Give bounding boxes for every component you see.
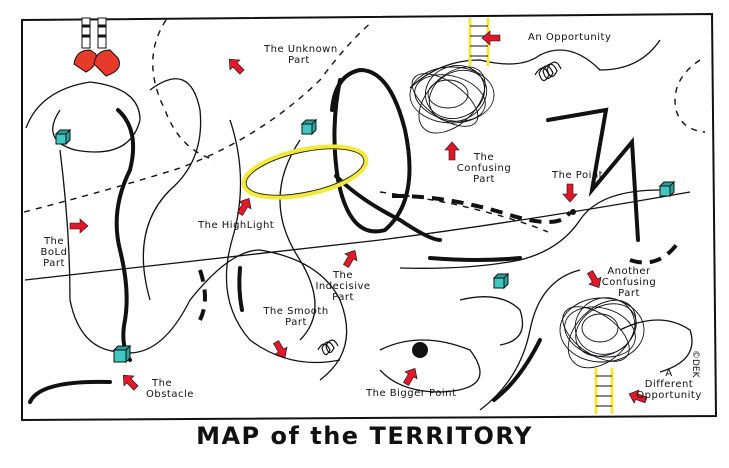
label-line: A	[665, 368, 673, 379]
label-bigger-point: The Bigger Point	[366, 388, 457, 399]
label-different-opportunity: A Different Opportunity	[626, 368, 712, 401]
label-an-opportunity: An Opportunity	[528, 32, 612, 43]
arrow-opportunity	[481, 30, 501, 46]
bigger-point-dot	[412, 342, 428, 358]
author-credit: ©DEK	[690, 350, 700, 378]
pointer-arrows	[69, 30, 648, 404]
label-line: Different	[644, 379, 694, 390]
label-line: Confusing	[601, 277, 657, 288]
label-line: The	[43, 236, 65, 247]
label-line: The	[332, 270, 354, 281]
label-line: Part	[43, 258, 65, 269]
arrow-smooth	[272, 340, 288, 358]
thin-paths	[24, 39, 693, 411]
label-line: The	[152, 378, 173, 389]
label-another-confusing-part: Another Confusing Part	[592, 266, 666, 299]
label-line: Part	[285, 317, 307, 328]
label-line: Another	[607, 266, 651, 277]
label-line: Part	[332, 292, 354, 303]
label-line: Indecisive	[315, 281, 371, 292]
arrow-different	[628, 389, 648, 404]
bold-dashed-paths	[198, 193, 682, 321]
label-line: The Unknown	[264, 44, 338, 55]
arrow-point	[562, 183, 578, 203]
arrow-obstacle	[122, 374, 139, 391]
arrow-confusing	[444, 141, 460, 161]
highlight-ring	[241, 144, 369, 200]
arrow-bold	[69, 218, 89, 234]
arrow-bigger	[402, 368, 418, 386]
arrow-indecisive	[342, 250, 358, 268]
bold-paths	[28, 67, 640, 404]
dashed-boundaries	[23, 19, 706, 233]
label-line: Part	[473, 174, 495, 185]
map-title: MAP of the TERRITORY	[196, 422, 533, 450]
label-bold-part: The BoLd Part	[36, 236, 72, 269]
arrow-another	[586, 270, 602, 288]
label-the-highlight: The HighLight	[198, 220, 275, 231]
label-line: Part	[288, 55, 310, 66]
label-smooth-part: The Smooth Part	[256, 306, 336, 328]
loop-scribbles	[317, 61, 562, 356]
arrow-unknown	[228, 58, 245, 75]
the-point-dot	[570, 209, 576, 215]
label-the-point: The Point	[552, 170, 604, 181]
label-line: BoLd	[40, 247, 68, 258]
label-the-obstacle: The Obstacle	[146, 378, 194, 400]
confusing-scribble-top	[409, 65, 495, 134]
map-border	[21, 12, 718, 422]
label-line: The	[473, 152, 495, 163]
arrow-highlight	[236, 198, 252, 216]
label-line: Confusing	[456, 163, 512, 174]
label-line: Obstacle	[146, 389, 194, 400]
traveler-feet-icon	[73, 17, 120, 77]
label-line: The Smooth	[263, 306, 329, 317]
label-line: Opportunity	[636, 390, 702, 401]
ladder-bottom	[594, 368, 614, 414]
ladder-top	[468, 18, 490, 66]
confusing-scribble-bottom	[559, 297, 645, 369]
cube-icons	[54, 118, 676, 364]
label-unknown-part: The Unknown Part	[264, 44, 338, 66]
label-line: Part	[618, 288, 640, 299]
label-indecisive-part: The Indecisive Part	[306, 270, 380, 303]
highlight-ring-inner	[245, 148, 365, 196]
label-confusing-part: The Confusing Part	[444, 152, 524, 185]
